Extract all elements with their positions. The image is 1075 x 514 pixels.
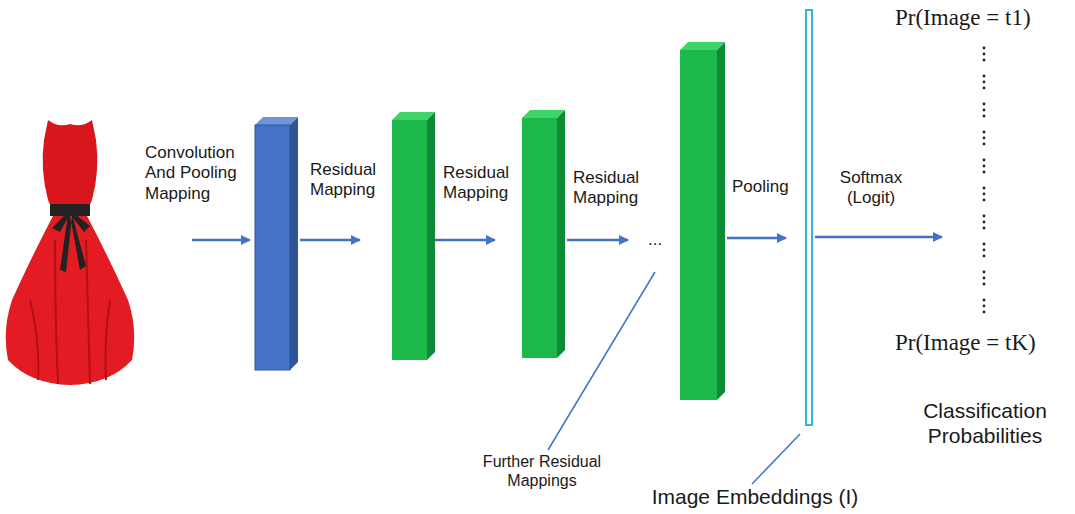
mapping-label: Pooling (732, 177, 802, 197)
ellipsis-dots (983, 47, 986, 314)
probability-label: Pr(Image = t1) (895, 4, 1073, 32)
ellipsis-label: ... (648, 230, 678, 250)
probability-label: Pr(Image = tK) (895, 329, 1073, 357)
callout-label: Further Residual Mappings (462, 452, 622, 490)
mapping-label: Convolution And Pooling Mapping (145, 143, 255, 204)
residual-block (680, 42, 725, 400)
callout-label: Image Embeddings (I) (600, 484, 910, 509)
dress-illustration (6, 120, 135, 385)
embedding-line (806, 10, 812, 425)
mapping-label: Residual Mapping (443, 163, 523, 204)
flow-arrows (192, 237, 942, 240)
conv-block (255, 117, 298, 370)
residual-block (392, 112, 435, 360)
residual-block (522, 110, 565, 358)
leader-lines (548, 272, 800, 484)
softmax-label: Softmax (Logit) (832, 168, 910, 209)
mapping-label: Residual Mapping (573, 168, 653, 209)
mapping-label: Residual Mapping (310, 160, 390, 201)
output-caption: Classification Probabilities (900, 398, 1070, 448)
